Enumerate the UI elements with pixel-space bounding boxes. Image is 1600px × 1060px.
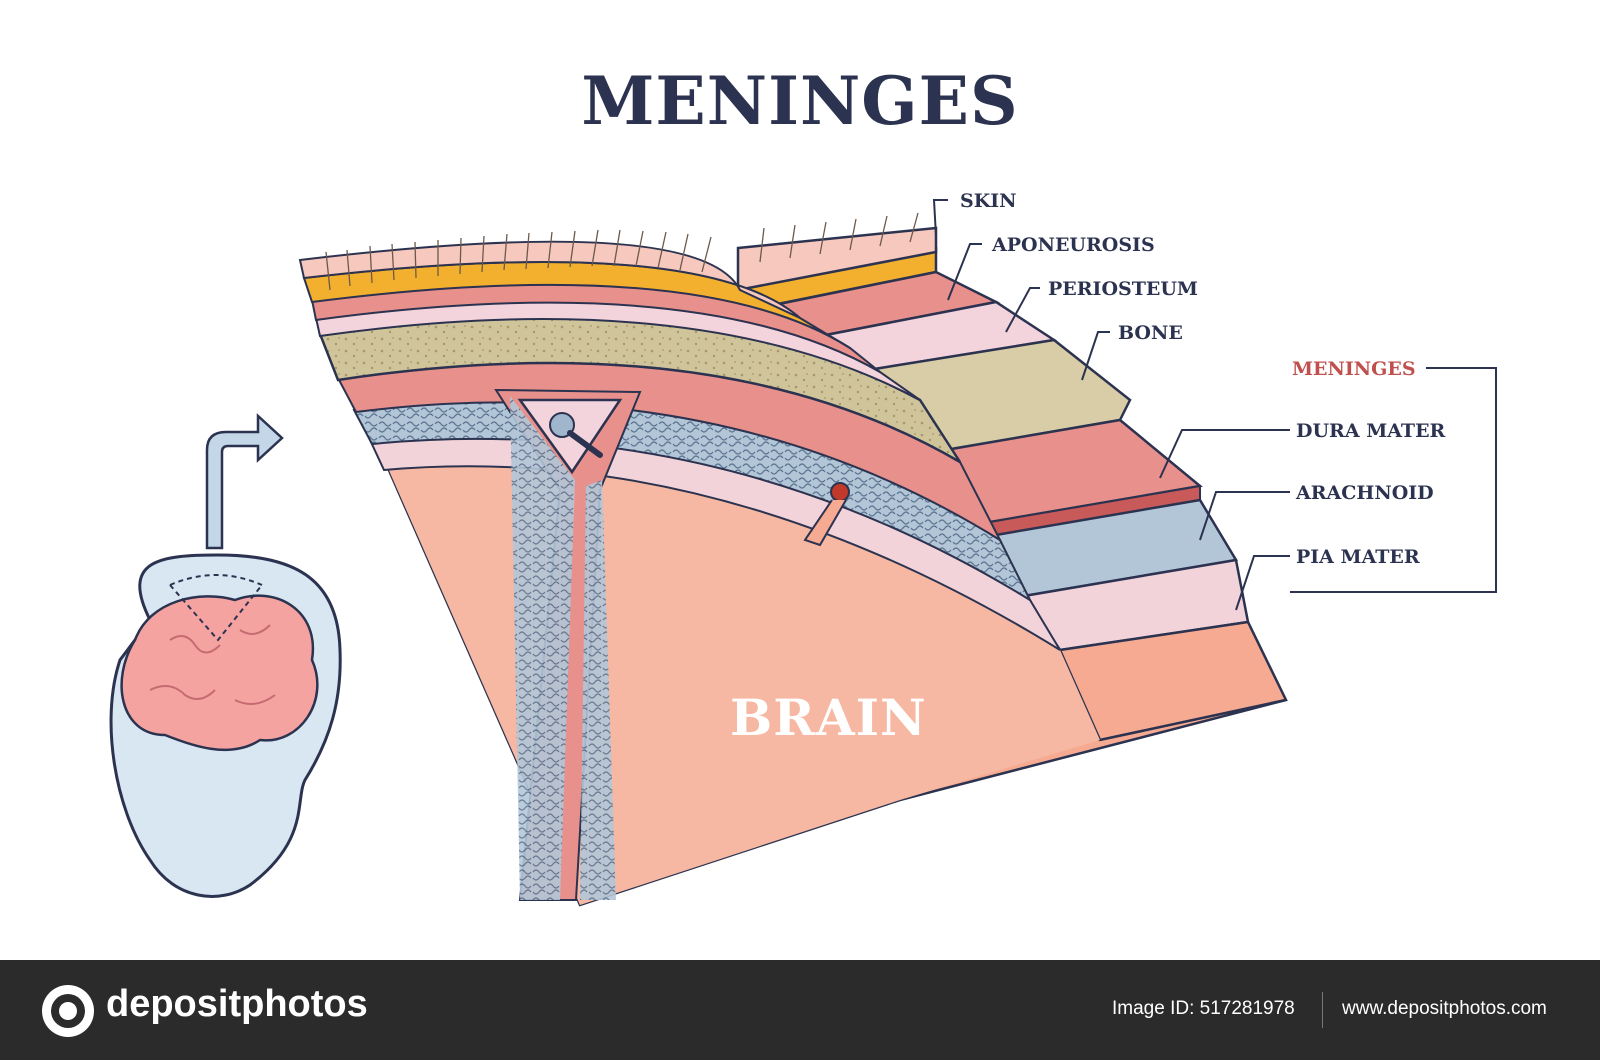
brain-thumbnail-icon xyxy=(120,594,319,752)
label-pia-mater: PIA MATER xyxy=(1296,546,1420,568)
label-periosteum: PERIOSTEUM xyxy=(1048,278,1198,300)
label-aponeurosis: APONEUROSIS xyxy=(992,234,1155,256)
label-bone: BONE xyxy=(1118,322,1183,344)
meninges-bracket xyxy=(1290,367,1497,593)
footer-divider xyxy=(1322,992,1323,1028)
leader-lines xyxy=(932,199,1497,611)
head-icon xyxy=(109,553,342,898)
arrow-icon xyxy=(205,413,284,550)
depositphotos-logo-icon xyxy=(42,985,94,1037)
label-meninges: MENINGES xyxy=(1292,358,1416,380)
label-dura-mater: DURA MATER xyxy=(1296,420,1446,442)
image-id: Image ID: 517281978 xyxy=(1112,998,1295,1019)
label-skin: SKIN xyxy=(960,190,1017,212)
label-arachnoid: ARACHNOID xyxy=(1296,482,1434,504)
brand-name: depositphotos xyxy=(106,983,368,1025)
site-link[interactable]: www.depositphotos.com xyxy=(1342,998,1547,1019)
label-brain: BRAIN xyxy=(730,688,927,747)
page-title: MENINGES xyxy=(581,62,1019,140)
footer-bar: depositphotos Image ID: 517281978 www.de… xyxy=(0,960,1600,1060)
meninges-diagram xyxy=(109,199,1497,907)
cross-section xyxy=(298,240,1287,907)
hair-strands xyxy=(325,212,919,291)
vessel-icon xyxy=(830,482,850,502)
